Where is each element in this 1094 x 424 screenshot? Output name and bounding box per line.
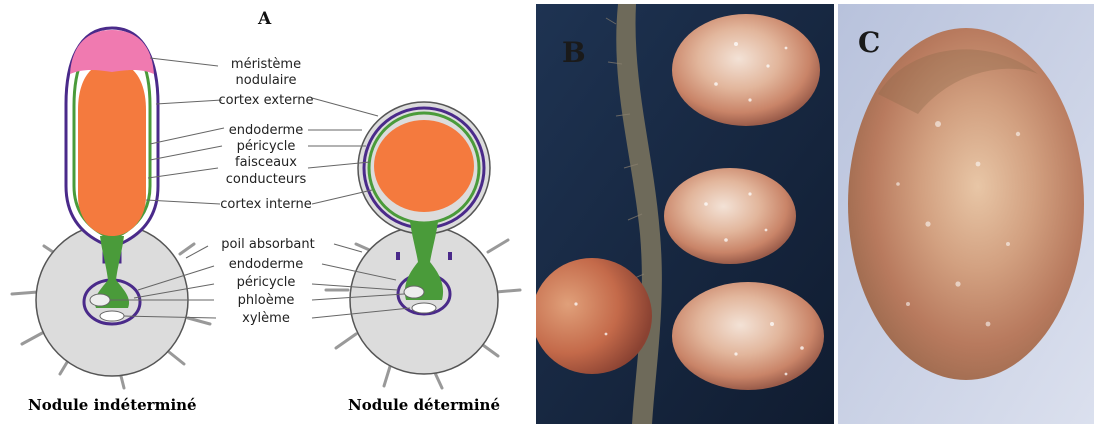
nodule-closeup <box>848 28 1084 380</box>
panel-label-c: C <box>858 26 880 59</box>
infected-tissue-left <box>78 62 146 236</box>
caption-indetermine: Nodule indéterminé <box>28 396 197 414</box>
nodule-photo-4 <box>536 258 652 374</box>
xylem-right <box>412 303 436 313</box>
nodule-photo-2 <box>664 168 796 264</box>
xylem-left <box>100 311 124 321</box>
phloem-right <box>404 286 424 298</box>
meristem-left <box>70 30 154 74</box>
label-endoderme: endoderme <box>229 123 303 138</box>
label-phloeme: phloème <box>238 293 295 308</box>
panel-label-a: A <box>257 9 272 29</box>
nodule-photo-3 <box>672 282 824 390</box>
label-poil-absorbant: poil absorbant <box>221 237 314 252</box>
label-pericycle: péricycle <box>237 139 296 154</box>
label-meristeme: méristème <box>231 57 301 72</box>
label-cortex-externe: cortex externe <box>218 93 313 108</box>
determinate-nodule <box>326 102 520 388</box>
indeterminate-nodule <box>12 28 210 388</box>
nodule-photo-1 <box>672 14 820 126</box>
label-faisceaux: faisceaux <box>235 155 297 170</box>
nodule-diagram: A <box>0 0 530 424</box>
photo-root-nodules: B <box>536 4 834 424</box>
label-nodulaire: nodulaire <box>236 73 297 88</box>
label-pericycle-racine: péricycle <box>237 275 296 290</box>
label-endoderme-racine: endoderme <box>229 257 303 272</box>
infected-tissue-right <box>374 120 474 212</box>
label-cortex-interne: cortex interne <box>220 197 311 212</box>
phloem-left <box>90 294 110 306</box>
label-conducteurs: conducteurs <box>226 172 307 187</box>
photo-nodule-closeup: C <box>838 4 1094 424</box>
label-xyleme: xylème <box>242 311 290 326</box>
diagram-labels: méristème nodulaire cortex externe endod… <box>218 57 314 326</box>
caption-determine: Nodule déterminé <box>348 396 500 414</box>
panel-label-b: B <box>562 36 586 69</box>
